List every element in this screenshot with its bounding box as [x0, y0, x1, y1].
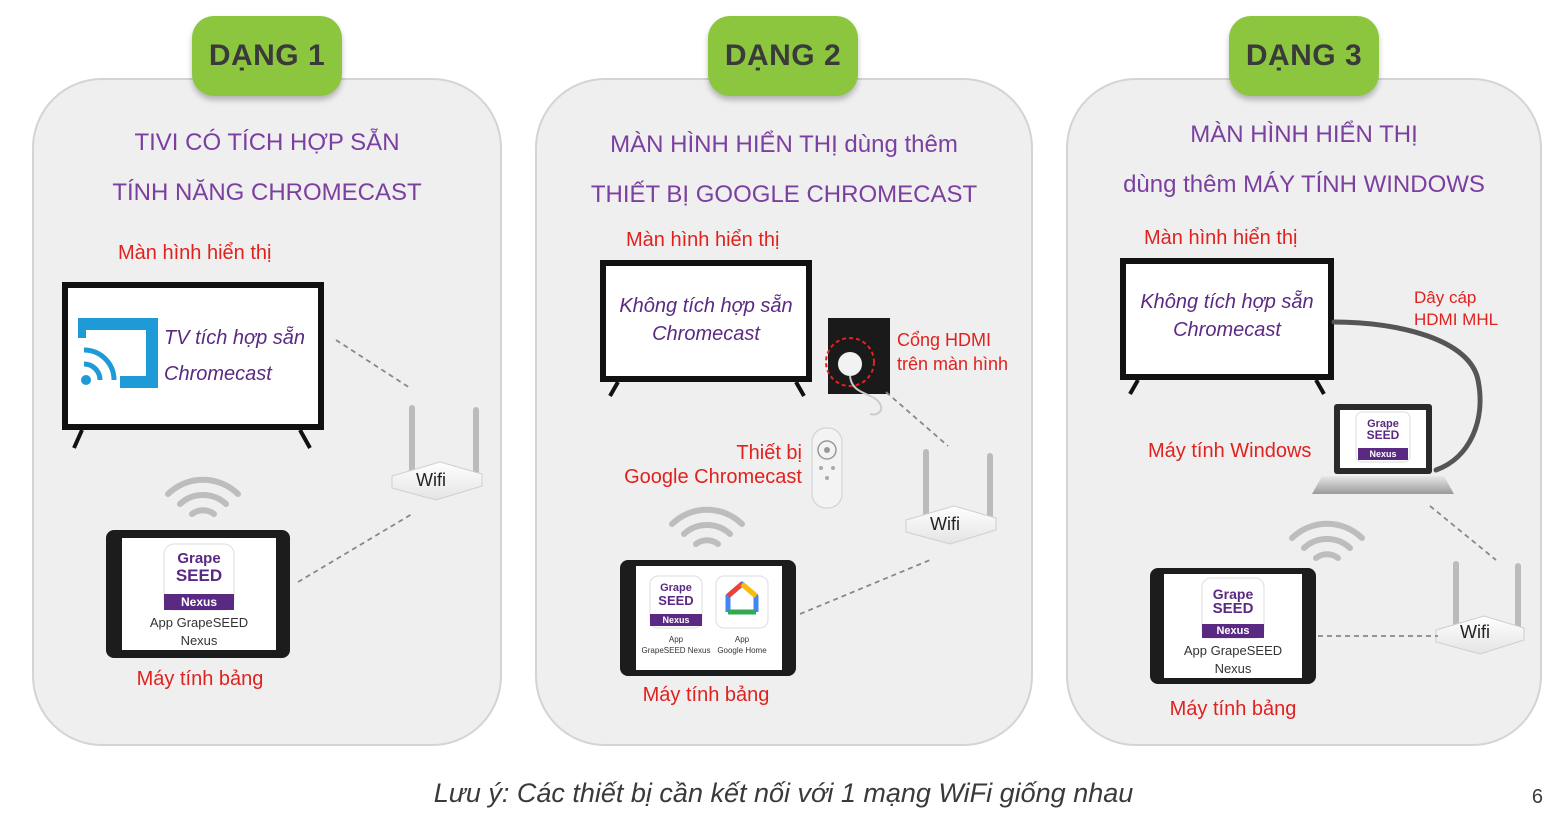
- logo-grape-2: Grape: [660, 582, 692, 594]
- tv-3: [1120, 258, 1334, 395]
- router-3: [1435, 561, 1525, 655]
- google-home-icon: [725, 581, 759, 615]
- app1-label-line-1: App: [668, 635, 684, 644]
- router-1: [391, 405, 483, 501]
- cable-label-line-1: Dây cáp: [1414, 288, 1477, 307]
- laptop-label: Máy tính Windows: [1148, 440, 1312, 462]
- tv-1-text-line-1: TV tích hợp sẵn: [164, 327, 306, 349]
- title-1-line-2: TÍNH NĂNG CHROMECAST: [112, 179, 422, 206]
- wifi-label-2: Wifi: [930, 514, 960, 534]
- title-1-line-1: TIVI CÓ TÍCH HỢP SẴN: [134, 129, 400, 156]
- tablet-2: [620, 560, 796, 676]
- router-2: [905, 449, 997, 545]
- nexus-band-1: Nexus: [164, 594, 234, 610]
- title-3-line-2: dùng thêm MÁY TÍNH WINDOWS: [1123, 171, 1485, 198]
- title-2-line-1: MÀN HÌNH HIỂN THỊ dùng thêm: [610, 131, 958, 158]
- hdmi-port-closeup: [825, 318, 890, 416]
- tv-2: [600, 260, 812, 397]
- cast-icon: [78, 318, 158, 388]
- logo-seed-1: SEED: [175, 566, 223, 585]
- cable-label-line-2: HDMI MHL: [1414, 310, 1499, 329]
- tv-1-text-line-2: Chromecast: [164, 363, 272, 385]
- tv-2-text-line-2: Chromecast: [652, 323, 760, 345]
- tv-3-text-line-2: Chromecast: [1173, 319, 1281, 341]
- nexus-band-laptop: Nexus: [1358, 448, 1408, 460]
- tablet-label-1: Máy tính bảng: [136, 668, 264, 690]
- logo-seed-3: SEED: [1212, 600, 1254, 617]
- badge-dang-2: DẠNG 2: [708, 16, 858, 96]
- hdmi-port-label-line-1: Cổng HDMI: [897, 330, 992, 350]
- page-number: 6: [1531, 786, 1543, 808]
- logo-grape-3: Grape: [1212, 586, 1254, 602]
- nexus-band-2: Nexus: [650, 614, 702, 626]
- tv-3-text-line-1: Không tích hợp sẵn: [1140, 291, 1314, 313]
- tablet-1-app-line-2: Nexus: [180, 633, 218, 648]
- badge-dang-1: DẠNG 1: [192, 16, 342, 96]
- tablet-1-app-line-1: App GrapeSEED: [149, 615, 249, 630]
- wifi-waves-3: [1289, 520, 1365, 561]
- title-2-line-2: THIẾT BỊ GOOGLE CHROMECAST: [590, 181, 978, 208]
- device-label-line-1: Thiết bị: [736, 442, 802, 464]
- hdmi-cable: [1331, 319, 1483, 473]
- remote-icon: [811, 427, 843, 509]
- display-label-3: Màn hình hiển thị: [1144, 227, 1298, 249]
- hdmi-port-label-line-2: trên màn hình: [897, 354, 1009, 374]
- app1-label-line-2: GrapeSEED Nexus: [641, 646, 711, 655]
- app2-label-line-1: App: [734, 635, 750, 644]
- logo-seed-2: SEED: [658, 593, 694, 608]
- wifi-label-1: Wifi: [416, 470, 446, 490]
- badge-dang-3: DẠNG 3: [1229, 16, 1379, 96]
- title-3-line-1: MÀN HÌNH HIỂN THỊ: [1190, 121, 1418, 148]
- wifi-waves-2: [669, 506, 745, 547]
- app2-label-line-2: Google Home: [717, 646, 767, 655]
- logo-seed-laptop: SEED: [1366, 428, 1400, 442]
- display-label-2: Màn hình hiển thị: [626, 229, 780, 251]
- display-label-1: Màn hình hiển thị: [118, 242, 272, 264]
- tablet-label-2: Máy tính bảng: [642, 684, 770, 706]
- nexus-band-3: Nexus: [1202, 624, 1264, 638]
- logo-grape-laptop: Grape: [1367, 418, 1399, 430]
- wifi-label-3: Wifi: [1460, 622, 1490, 642]
- tablet-3-app-line-2: Nexus: [1214, 661, 1252, 676]
- footnote: Lưu ý: Các thiết bị cần kết nối với 1 mạ…: [433, 778, 1134, 808]
- tablet-3-app-line-1: App GrapeSEED: [1183, 643, 1283, 658]
- tv-2-text-line-1: Không tích hợp sẵn: [619, 295, 793, 317]
- device-label-line-2: Google Chromecast: [624, 466, 802, 488]
- tablet-label-3: Máy tính bảng: [1169, 698, 1297, 720]
- wifi-waves-1: [165, 476, 241, 517]
- logo-grape-1: Grape: [177, 550, 221, 567]
